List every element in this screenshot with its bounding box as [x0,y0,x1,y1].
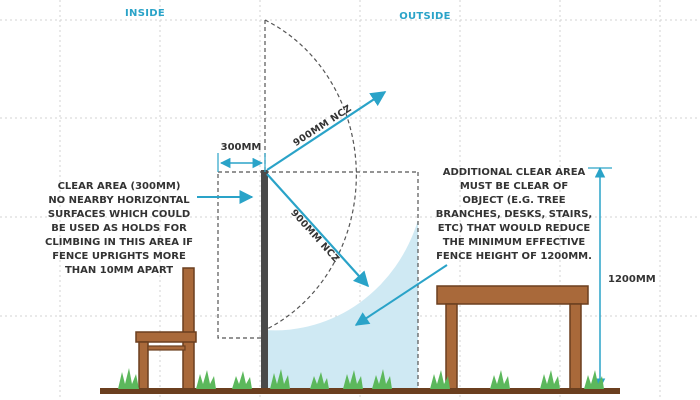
clear-area-note-line: SURFACES WHICH COULD [48,209,190,220]
inside-label: INSIDE [125,8,165,19]
grass [118,368,604,389]
ncz-lower-label: 900MM NCZ [288,208,341,265]
clear-area-note: CLEAR AREA (300MM) NO NEARBY HORIZONTAL … [45,181,193,276]
additional-clear-area [265,220,418,388]
additional-area-pointer [354,264,448,326]
ground [100,388,620,394]
clear-area-note-line: FENCE UPRIGHTS MORE [52,251,186,262]
additional-area-note-line: THE MINIMUM EFFECTIVE [443,237,586,248]
additional-area-note-line: FENCE HEIGHT OF 1200MM. [436,251,592,262]
dim-300-label: 300MM [221,142,262,153]
outside-label: OUTSIDE [399,11,451,22]
dim-1200-label: 1200MM [608,274,656,285]
clear-area-note-line: CLEAR AREA (300MM) [58,181,181,192]
ncz-arrow-lower [266,173,370,288]
additional-area-note-line: MUST BE CLEAR OF [460,181,568,192]
clear-area-note-line: NO NEARBY HORIZONTAL [48,195,190,206]
ncz-upper-label: 900MM NCZ [291,103,354,149]
ncz-arrow-upper [266,91,387,171]
additional-area-note-line: ADDITIONAL CLEAR AREA [443,167,586,178]
clear-area-note-line: CLIMBING IN THIS AREA IF [45,237,193,248]
chair [135,267,197,391]
additional-area-note-line: OBJECT (E.G. TREE [462,195,565,206]
clear-area-note-line: THAN 10MM APART [65,265,173,276]
ncz-arc [264,19,357,331]
table [436,285,589,391]
clear-area-note-line: BE USED AS HOLDS FOR [51,223,187,234]
additional-area-note: ADDITIONAL CLEAR AREA MUST BE CLEAR OF O… [436,167,592,262]
fence-post [261,170,268,390]
additional-area-note-line: ETC) THAT WOULD REDUCE [438,223,591,234]
additional-area-note-line: BRANCHES, DESKS, STAIRS, [436,209,592,220]
